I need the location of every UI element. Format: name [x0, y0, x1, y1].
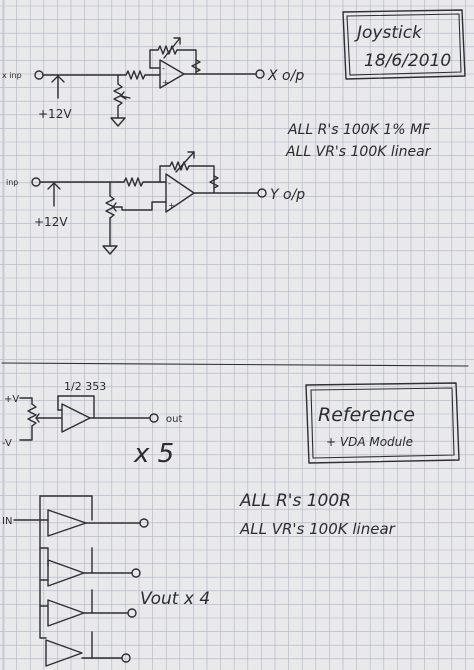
note-vr-100k-bottom: ALL VR's 100K linear	[239, 520, 396, 538]
notes-bottom: ALL R's 100R ALL VR's 100K linear	[239, 491, 396, 538]
notes-top: ALL R's 100K 1% MF ALL VR's 100K linear	[285, 122, 432, 160]
circuit-x: x inp +12V - + X o/p	[2, 37, 304, 127]
buffer-output-label: Vout x 4	[140, 589, 210, 609]
x-supply-label: +12V	[38, 107, 72, 121]
title-date: 18/6/2010	[364, 51, 451, 71]
x-input-label: x inp	[2, 71, 22, 80]
reference-circuit: 1/2 353 +V -V out x 5	[2, 380, 182, 469]
svg-text:-: -	[168, 179, 171, 188]
buffer-chain: IN Vout x 4	[2, 495, 210, 667]
chip-label: 1/2 353	[64, 380, 106, 393]
section-divider	[1, 362, 469, 367]
note-resistors-100k: ALL R's 100K 1% MF	[287, 122, 431, 138]
svg-text:+: +	[168, 201, 175, 210]
reference-subtitle: + VDA Module	[326, 435, 413, 449]
minus-v-label: -V	[2, 438, 12, 449]
circuit-y: inp +12V - + Y o/p	[6, 151, 305, 255]
x-output-label: X o/p	[267, 68, 304, 84]
svg-text:+: +	[162, 78, 169, 87]
plus-v-label: +V	[4, 394, 19, 405]
svg-text:-: -	[162, 64, 165, 73]
y-output-label: Y o/p	[270, 187, 305, 203]
reference-title: Reference	[318, 404, 415, 426]
title-joystick: Joystick	[354, 23, 423, 43]
note-vr-100k: ALL VR's 100K linear	[285, 144, 432, 160]
note-resistors-100r: ALL R's 100R	[239, 491, 351, 511]
y-supply-label: +12V	[34, 215, 68, 229]
buffer-input-label: IN	[2, 516, 12, 527]
reference-multiplier: x 5	[133, 439, 174, 469]
y-input-label: inp	[6, 178, 18, 187]
reference-output-label: out	[166, 414, 182, 425]
reference-box: Reference + VDA Module	[305, 382, 460, 464]
title-box: Joystick 18/6/2010	[342, 9, 466, 80]
